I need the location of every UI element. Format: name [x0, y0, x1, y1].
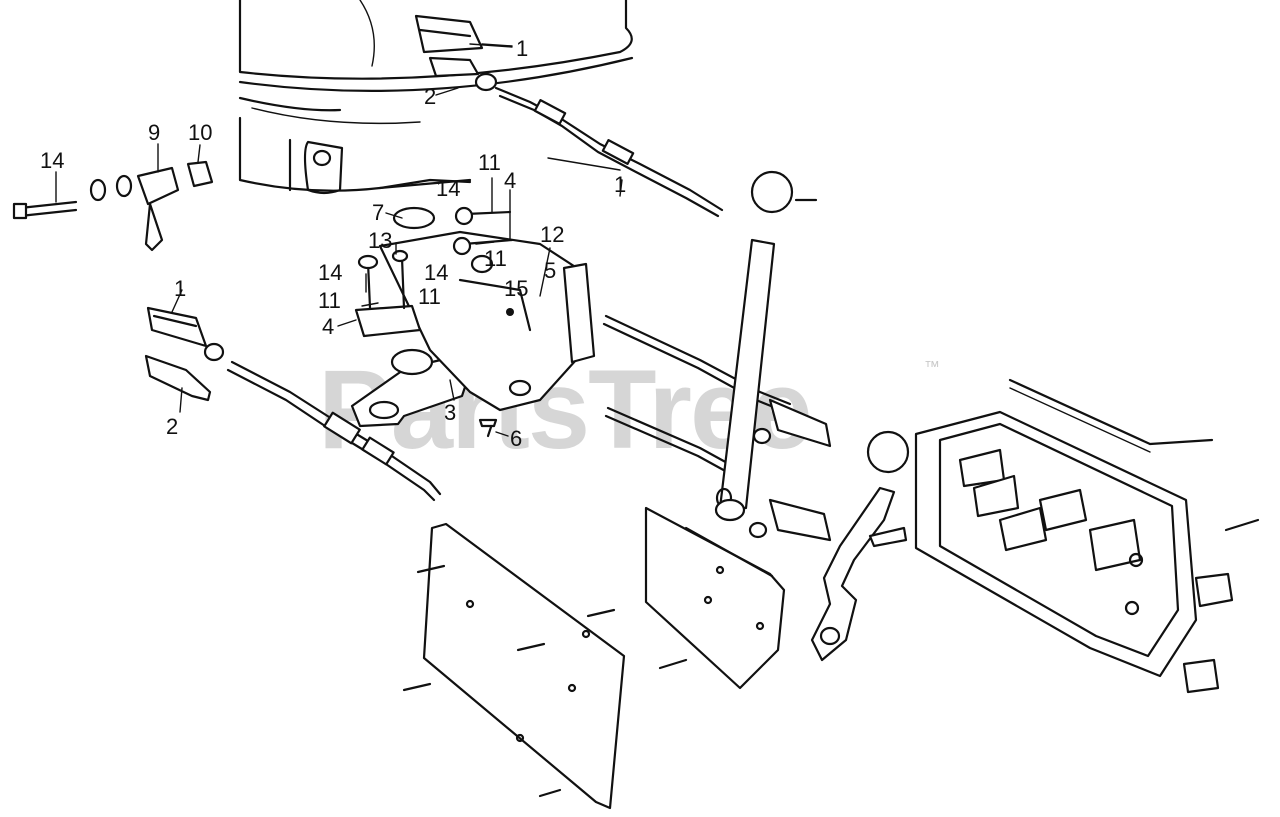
- watermark-trademark: ™: [924, 359, 940, 376]
- control-box: [868, 378, 1260, 694]
- callout-label: 2: [424, 84, 436, 109]
- callout-label: 14: [436, 176, 460, 201]
- control-bracket: [350, 206, 596, 428]
- throttle-cable-lower: [226, 360, 442, 502]
- control-lever: [714, 170, 818, 522]
- leader-lines: [55, 43, 623, 437]
- callout-label: 13: [368, 228, 392, 253]
- cover-plate-left: [422, 522, 626, 810]
- fender-housing: [238, 0, 634, 195]
- callout-label: 9: [148, 120, 160, 145]
- callout-label: 14: [318, 260, 342, 285]
- callout-label: 11: [318, 288, 341, 313]
- callout-label: 12: [540, 222, 564, 247]
- callout-label: 1: [174, 276, 186, 301]
- secondary-lever: [810, 430, 910, 662]
- callout-label: 11: [484, 246, 507, 271]
- cover-plate-right: [644, 506, 786, 690]
- callout-label: 15: [504, 276, 528, 301]
- callout-label: 3: [444, 400, 456, 425]
- callout-label: 2: [166, 414, 178, 439]
- callout-label: 14: [424, 260, 448, 285]
- cover-screws: [402, 564, 688, 798]
- callout-label: 5: [544, 258, 556, 283]
- cable-clamp-top: [414, 14, 513, 92]
- callout-label: 7: [372, 200, 384, 225]
- callout-label: 14: [40, 148, 64, 173]
- callout-label: 1: [614, 172, 626, 197]
- callout-labels: 1 2 1 9 10 14 11 4 14 7 11 12 13 14 5 14…: [40, 36, 626, 451]
- linkage-hardware-left: [12, 160, 214, 252]
- callout-label: 11: [418, 284, 441, 309]
- cable-clamp-left: [144, 306, 225, 402]
- throttle-cable-upper: [494, 86, 724, 218]
- callout-label: 4: [504, 168, 516, 193]
- callout-label: 1: [516, 36, 528, 61]
- callout-label: 6: [510, 426, 522, 451]
- callout-label: 11: [478, 150, 501, 175]
- callout-label: 10: [188, 120, 212, 145]
- callout-label: 4: [322, 314, 334, 339]
